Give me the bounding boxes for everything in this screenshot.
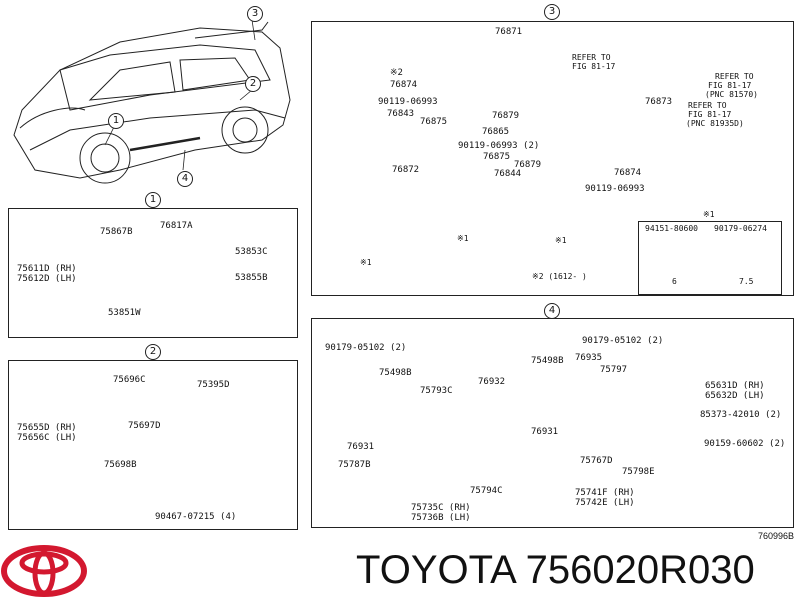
table-dim1: 6 <box>672 277 677 286</box>
part-76935: 76935 <box>575 353 603 363</box>
part-85373: 85373-42010 (2) <box>700 410 782 420</box>
part-75656: 75656C (LH) <box>17 433 77 443</box>
part-76872: 76872 <box>392 165 420 175</box>
callout-3-car: 3 <box>247 6 263 22</box>
part-75793: 75793C <box>420 386 453 396</box>
part-number-title: TOYOTA 756020R030 <box>356 548 755 592</box>
part-75797: 75797 <box>600 365 628 375</box>
mark-1-b: ※1 <box>457 234 469 243</box>
part-76844: 76844 <box>494 169 522 179</box>
part-76843: 76843 <box>387 109 415 119</box>
part-53851: 53851W <box>108 308 141 318</box>
part-76932: 76932 <box>478 377 506 387</box>
part-75867: 75867B <box>100 227 133 237</box>
part-75498a: 75498B <box>379 368 412 378</box>
footnote: ※2 (1612- ) <box>532 272 587 281</box>
table-title: ※1 <box>703 210 715 219</box>
refer-1-line2: FIG 81-17 <box>572 62 616 71</box>
mark-1-c: ※1 <box>555 236 567 245</box>
part-76879a: 76879 <box>492 111 520 121</box>
part-76879b: 76879 <box>514 160 542 170</box>
panel-1 <box>8 208 298 338</box>
part-90119b: 90119-06993 (2) <box>458 141 540 151</box>
part-76873: 76873 <box>645 97 673 107</box>
part-75735: 75735C (RH) <box>411 503 471 513</box>
part-75787: 75787B <box>338 460 371 470</box>
part-75798: 75798E <box>622 467 655 477</box>
callout-4-panel: 4 <box>544 303 560 319</box>
part-76875a: 76875 <box>420 117 448 127</box>
refer-3-line2: FIG 81-17 <box>688 110 732 119</box>
panel-4 <box>311 318 794 528</box>
panel-2 <box>8 360 298 530</box>
part-76865: 76865 <box>482 127 510 137</box>
callout-1-car: 1 <box>108 113 124 129</box>
mark-1-a: ※1 <box>360 258 372 267</box>
part-65631: 65631D (RH) <box>705 381 765 391</box>
part-75742: 75742E (LH) <box>575 498 635 508</box>
part-75698: 75698B <box>104 460 137 470</box>
part-90467: 90467-07215 (4) <box>155 512 237 522</box>
refer-1-line1: REFER TO <box>572 53 611 62</box>
part-75612: 75612D (LH) <box>17 274 77 284</box>
table-col2: 90179-06274 <box>714 224 767 233</box>
part-90119a: 90119-06993 <box>378 97 438 107</box>
part-76931b: 76931 <box>531 427 559 437</box>
part-90119c: 90119-06993 <box>585 184 645 194</box>
table-col1: 94151-80600 <box>645 224 698 233</box>
part-90179a: 90179-05102 (2) <box>325 343 407 353</box>
toyota-logo <box>1 545 87 597</box>
refer-2-line3: (PNC 81570) <box>705 90 758 99</box>
part-65632: 65632D (LH) <box>705 391 765 401</box>
part-75741: 75741F (RH) <box>575 488 635 498</box>
part-90179b: 90179-05102 (2) <box>582 336 664 346</box>
mark-2: ※2 <box>390 68 403 78</box>
part-90159: 90159-60602 (2) <box>704 439 786 449</box>
refer-3-line3: (PNC 81935D) <box>686 119 744 128</box>
callout-3-panel: 3 <box>544 4 560 20</box>
part-76875b: 76875 <box>483 152 511 162</box>
part-75611: 75611D (RH) <box>17 264 77 274</box>
part-75794: 75794C <box>470 486 503 496</box>
part-76874b: 76874 <box>614 168 642 178</box>
diagram-code: 760996B <box>757 531 794 541</box>
part-76871: 76871 <box>495 27 523 37</box>
fastener-table: 94151-80600 90179-06274 6 7.5 <box>638 221 782 295</box>
part-76817: 76817A <box>160 221 193 231</box>
refer-2-line2: FIG 81-17 <box>708 81 752 90</box>
callout-2-car: 2 <box>245 76 261 92</box>
part-53853: 53853C <box>235 247 268 257</box>
part-75655: 75655D (RH) <box>17 423 77 433</box>
part-75395: 75395D <box>197 380 230 390</box>
callout-2-panel: 2 <box>145 344 161 360</box>
part-76874a: 76874 <box>390 80 418 90</box>
part-76931a: 76931 <box>347 442 375 452</box>
panel-3 <box>311 21 794 296</box>
callout-1-panel: 1 <box>145 192 161 208</box>
table-dim2: 7.5 <box>739 277 754 286</box>
refer-2-line1: REFER TO <box>715 72 754 81</box>
part-75498b: 75498B <box>531 356 564 366</box>
part-53855: 53855B <box>235 273 268 283</box>
part-75736: 75736B (LH) <box>411 513 471 523</box>
callout-4-car: 4 <box>177 171 193 187</box>
refer-3-line1: REFER TO <box>688 101 727 110</box>
part-75767: 75767D <box>580 456 613 466</box>
part-75696: 75696C <box>113 375 146 385</box>
part-75697: 75697D <box>128 421 161 431</box>
